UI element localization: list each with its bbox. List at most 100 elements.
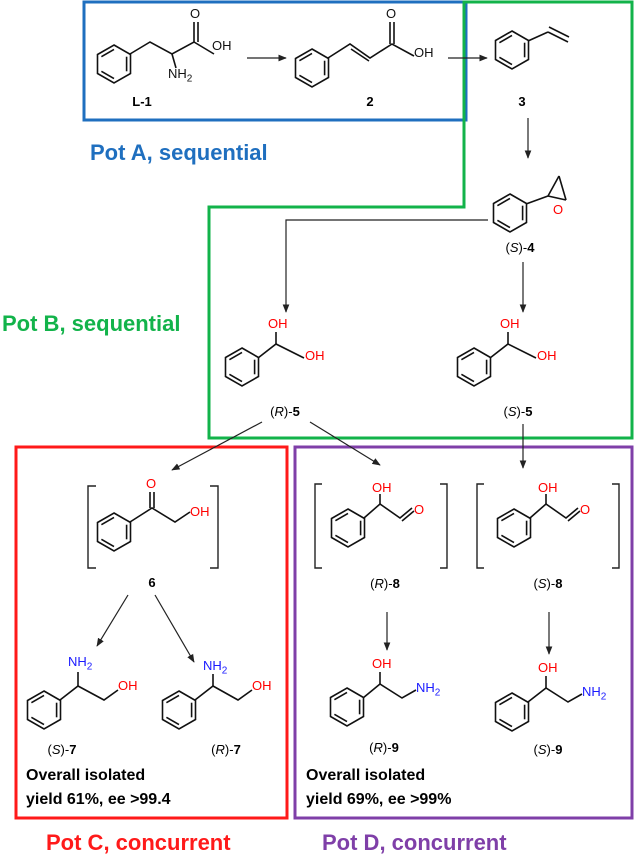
compound-label-r8: (R)-8: [370, 576, 400, 591]
s7-oh-label: OH: [118, 678, 138, 693]
s7-number: 7: [69, 742, 77, 757]
bracket-s8-left: [476, 483, 484, 569]
l1-nh-text: NH: [168, 66, 187, 81]
arrow-6-to-r7: [154, 594, 195, 663]
compound-label-r5: (R)-5: [270, 404, 300, 419]
l1-nh-sub: 2: [186, 73, 193, 85]
s4-number: 4: [527, 240, 535, 255]
compound-label-l1: L-1: [132, 94, 152, 109]
s8-oh-label: OH: [538, 480, 558, 495]
r8-o-label: O: [414, 502, 425, 517]
s9-nh2-label: NH2: [582, 684, 606, 703]
chain-bonds: [59, 22, 583, 703]
pot-d-result: Overall isolated yield 69%, ee >99%: [306, 764, 451, 812]
s9-nh-sub: 2: [600, 691, 607, 703]
s7-nh-sub: 2: [86, 661, 93, 673]
pot-c-label: Pot C, concurrent: [46, 830, 231, 855]
l1-o-label: O: [190, 6, 201, 21]
ring-s8: [496, 508, 532, 548]
s8-o-label: O: [580, 502, 591, 517]
bracket-r8-right: [440, 483, 448, 569]
intermediate-brackets: [87, 483, 620, 569]
ring-s7: [26, 690, 62, 730]
pot-d-box: [293, 445, 634, 820]
compound-label-r7: (R)-7: [211, 742, 241, 757]
arrow-6-to-s7: [96, 594, 129, 647]
c2-o-label: O: [386, 6, 397, 21]
c2-oh-label: OH: [414, 45, 434, 60]
ring-6: [96, 512, 132, 552]
bracket-6-left: [87, 485, 96, 569]
bracket-6-right: [210, 485, 219, 569]
r5-oh2-label: OH: [305, 348, 325, 363]
s4-o-label: O: [553, 202, 564, 217]
c6-oh-label: OH: [190, 504, 210, 519]
s7-descriptor: S: [51, 742, 61, 757]
r9-nh-sub: 2: [434, 687, 441, 699]
r9-oh-label: OH: [372, 656, 392, 671]
pot-c-result-line2: yield 61%, ee >99.4: [26, 791, 171, 808]
r9-nh2-label: NH2: [416, 680, 440, 699]
s7-nh-text: NH: [68, 654, 87, 669]
pot-c-result-line1: Overall isolated: [26, 767, 146, 784]
r7-number: 7: [233, 742, 241, 757]
s8-number: 8: [555, 576, 563, 591]
benzene-rings: [26, 30, 532, 732]
ring-s9: [494, 692, 530, 732]
s5-descriptor: S: [507, 404, 517, 419]
r5-oh-label: OH: [268, 316, 288, 331]
pot-a-label: Pot A, sequential: [90, 140, 268, 165]
r5-descriptor: R: [274, 404, 284, 419]
arrow-4-to-r5: [282, 219, 488, 313]
compound-label-s7: (S)-7: [47, 742, 77, 757]
compound-label-3: 3: [518, 94, 526, 109]
l1-oh-label: OH: [212, 38, 232, 53]
reaction-arrows: [96, 54, 553, 663]
s4-descriptor: S: [509, 240, 519, 255]
arrow-r5-to-6: [171, 421, 263, 471]
ring-r7: [161, 690, 197, 730]
compound-label-s5: (S)-5: [503, 404, 533, 419]
r7-nh-text: NH: [203, 658, 222, 673]
r5-number: 5: [292, 404, 300, 419]
ring-3: [494, 30, 530, 70]
r9-descriptor: R: [373, 740, 383, 755]
ring-s5: [456, 347, 492, 387]
r8-oh-label: OH: [372, 480, 392, 495]
l1-nh2-label: NH2: [168, 66, 192, 85]
pot-b-label: Pot B, sequential: [2, 311, 181, 336]
r8-number: 8: [392, 576, 400, 591]
r7-oh-label: OH: [252, 678, 272, 693]
compound-label-2: 2: [366, 94, 374, 109]
r7-nh-sub: 2: [221, 665, 228, 677]
s5-oh-label: OH: [500, 316, 520, 331]
compound-label-s8: (S)-8: [533, 576, 563, 591]
ring-r9: [329, 687, 365, 727]
compound-label-6: 6: [148, 575, 156, 590]
c6-o-label: O: [146, 476, 157, 491]
pot-d-label: Pot D, concurrent: [322, 830, 507, 855]
s9-oh-label: OH: [538, 660, 558, 675]
s5-oh2-label: OH: [537, 348, 557, 363]
pot-b-box: [207, 0, 634, 440]
ring-r8: [330, 508, 366, 548]
compound-label-s4: (S)-4: [505, 240, 535, 255]
s5-number: 5: [525, 404, 533, 419]
s9-number: 9: [555, 742, 563, 757]
r9-nh-text: NH: [416, 680, 435, 695]
pot-c-result: Overall isolated yield 61%, ee >99.4: [26, 764, 171, 812]
s9-descriptor: S: [537, 742, 547, 757]
r7-descriptor: R: [215, 742, 225, 757]
compound-label-s9: (S)-9: [533, 742, 563, 757]
r7-nh2-label: NH2: [203, 658, 227, 677]
pot-d-result-line2: yield 69%, ee >99%: [306, 791, 452, 808]
arrow-r5-to-r8: [309, 421, 381, 466]
pot-c-box: [14, 445, 289, 820]
pot-a-box: [82, 0, 468, 122]
ring-l1: [96, 44, 132, 84]
ring-2: [294, 48, 330, 88]
ring-s4: [492, 193, 528, 233]
r8-descriptor: R: [374, 576, 384, 591]
pot-d-result-line1: Overall isolated: [306, 767, 426, 784]
